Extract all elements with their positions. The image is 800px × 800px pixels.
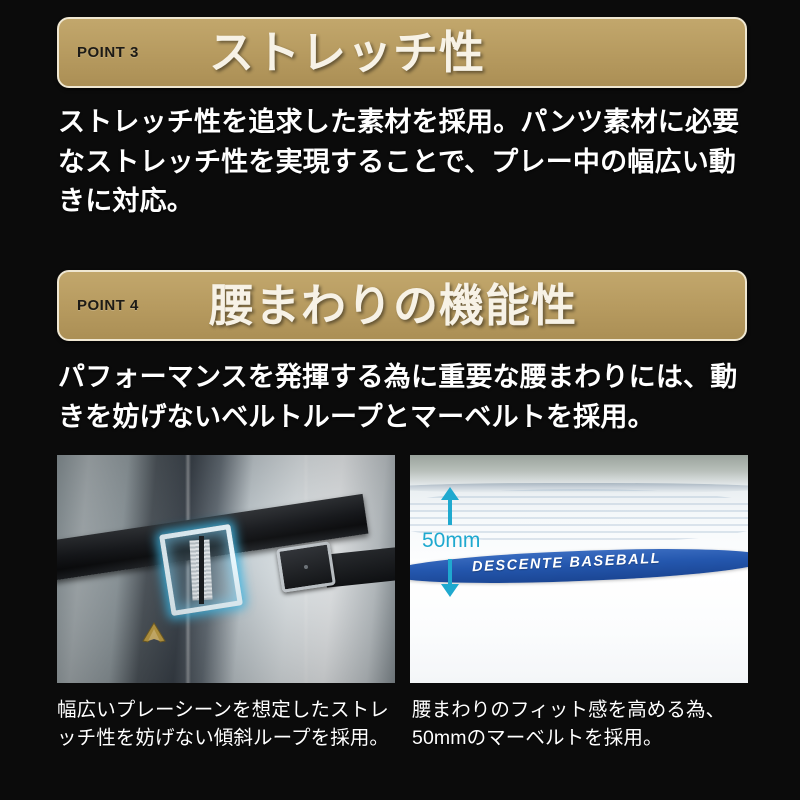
measurement-label: 50mm xyxy=(422,529,481,552)
measure-arrow-down-icon xyxy=(441,559,459,597)
point-header-bar-4: POINT 4 腰まわりの機能性 xyxy=(57,270,747,341)
belt-buckle xyxy=(276,541,336,593)
measure-arrow-up-icon xyxy=(441,487,459,525)
point-kicker-3: POINT 3 xyxy=(77,44,139,61)
descente-logo-icon xyxy=(142,622,166,643)
caption-right: 腰まわりのフィット感を高める為、50mmのマーベルトを採用。 xyxy=(412,699,726,749)
waistband-top-edge xyxy=(410,483,748,493)
point-title-4: 腰まわりの機能性 xyxy=(209,280,578,331)
photo-row: DESCENTE BASEBALL 50mm xyxy=(57,455,749,683)
caption-left: 幅広いプレーシーンを想定したストレッチ性を妨げない傾斜ループを採用。 xyxy=(57,699,390,749)
point-body-4: パフォーマンスを発揮する為に重要な腰まわりには、動きを妨げないベルトループとマー… xyxy=(58,362,738,432)
point-kicker-4: POINT 4 xyxy=(77,297,139,314)
pants-seam-left xyxy=(185,455,191,683)
caption-row: 幅広いプレーシーンを想定したストレッチ性を妨げない傾斜ループを採用。 腰まわりの… xyxy=(57,697,757,752)
point-header-bar-3: POINT 3 ストレッチ性 xyxy=(57,17,747,88)
photo-waistband: DESCENTE BASEBALL 50mm xyxy=(410,455,748,683)
slanted-belt-loop xyxy=(189,539,213,601)
point-body-3: ストレッチ性を追求した素材を採用。パンツ素材に必要なストレッチ性を実現することで… xyxy=(58,107,740,217)
waistband-stripes xyxy=(410,489,748,543)
photo-belt-loop xyxy=(57,455,395,683)
point-title-3: ストレッチ性 xyxy=(209,27,486,78)
belt-loop-highlight-box xyxy=(159,523,243,617)
